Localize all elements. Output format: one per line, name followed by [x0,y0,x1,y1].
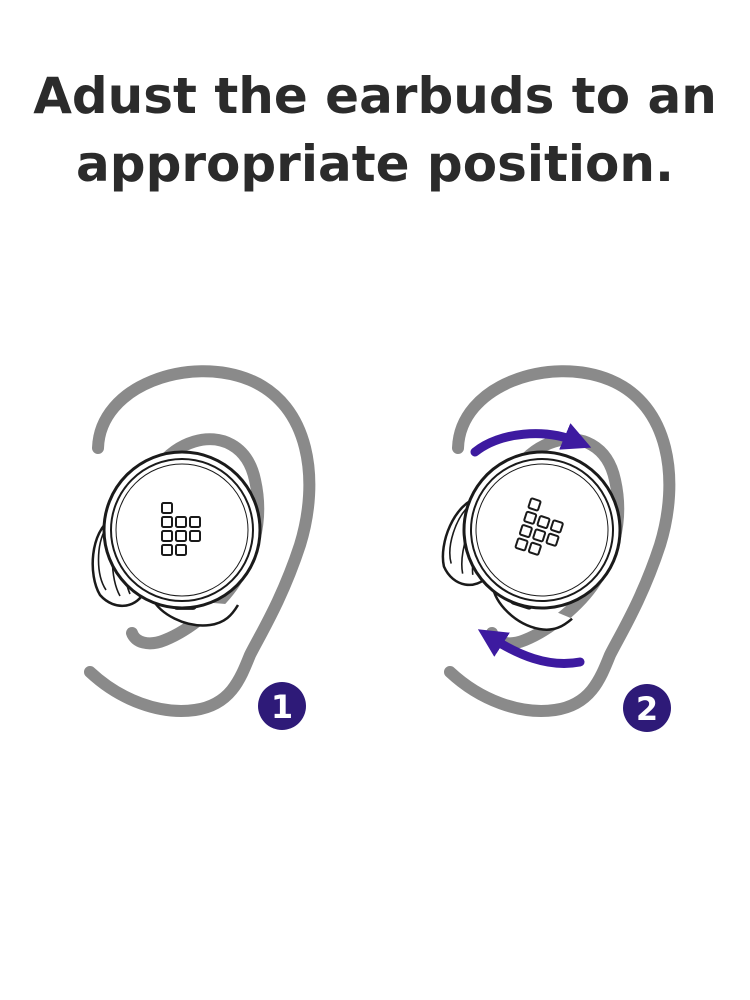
logo-grid-icon [514,497,564,556]
step-2-illustration: 2 [420,350,720,750]
step-2-svg: 2 [441,365,676,732]
rotate-arrow-icon [477,629,585,668]
headline-line-2: appropriate position. [76,135,674,193]
step-1-illustration: 1 [60,350,360,750]
headline-line-1: Adust the earbuds to an [33,67,717,125]
step-1-svg: 1 [84,365,316,730]
rotate-arrow-icon [470,423,592,457]
step-number-1: 1 [271,688,293,726]
step-number-2: 2 [636,690,658,728]
step-badge-icon [623,684,671,732]
logo-grid-icon [161,502,201,556]
earbud-icon [91,450,262,627]
page-title: Adust the earbuds to an appropriate posi… [0,62,750,198]
earbud-icon [441,450,622,631]
step-badge-icon [258,682,306,730]
step-badge-1: 1 [258,682,306,730]
step-badge-2: 2 [623,684,671,732]
